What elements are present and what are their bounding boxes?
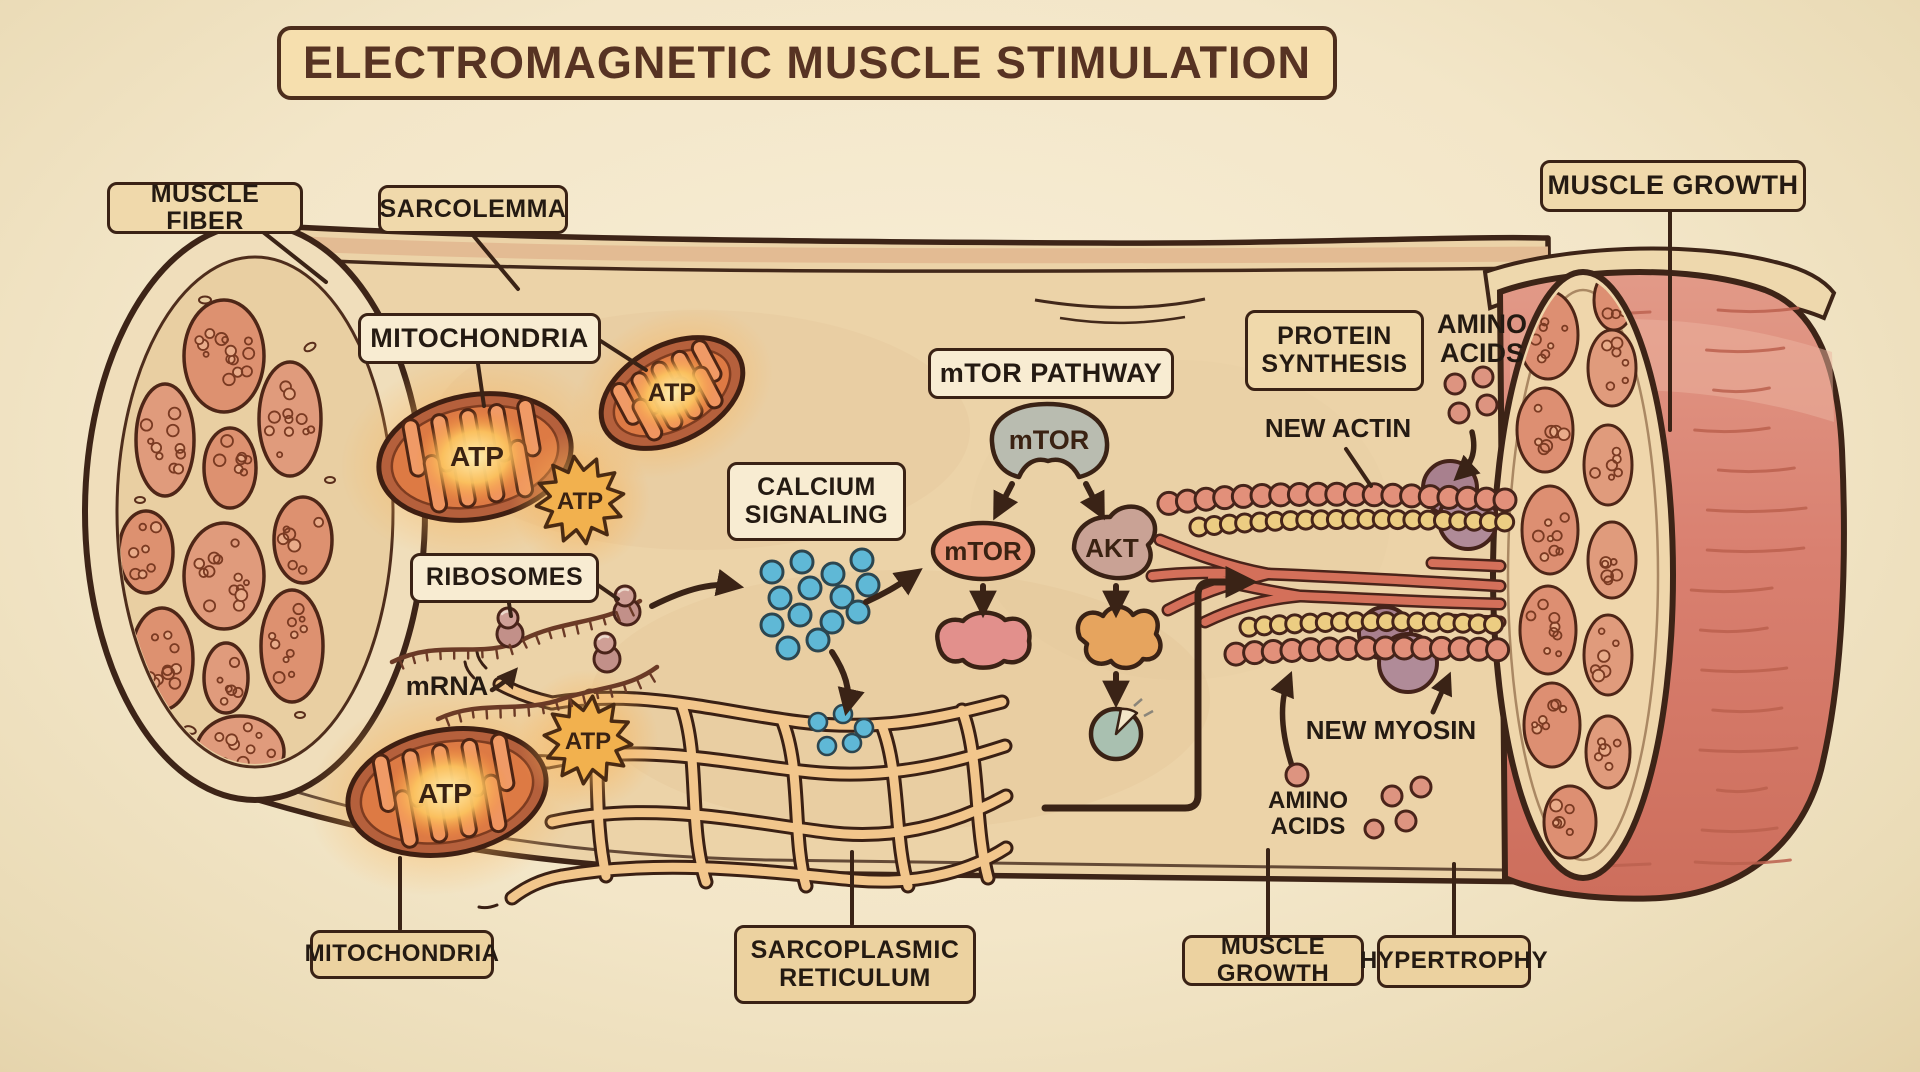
label-hypertrophy: HYPERTROPHY	[1360, 935, 1548, 988]
mitochondrion-right	[570, 307, 774, 479]
atp-label: ATP	[565, 728, 611, 755]
annotation-amino-acids-top: AMINO ACIDS	[1437, 309, 1527, 369]
protein-pink-shape	[935, 610, 1032, 670]
label-sarcolemma: SARCOLEMMA	[378, 185, 568, 234]
diagram-title: ELECTROMAGNETIC MUSCLE STIMULATION	[277, 26, 1337, 100]
sage-notch	[1114, 707, 1139, 736]
sage-sparkle	[1133, 698, 1154, 718]
protein-orange-shape	[1075, 604, 1163, 671]
atp-burst-lower: ATP	[517, 669, 659, 811]
mtor-complex-label: mTOR	[1009, 425, 1090, 455]
annotation-amino-acids-bottom: AMINO ACIDS	[1268, 787, 1348, 840]
actin-filaments	[1156, 481, 1518, 667]
arrows	[489, 429, 1481, 812]
label-mitochondria-top: MITOCHONDRIA	[358, 313, 601, 364]
mitochondrion-bottom	[307, 688, 587, 896]
label-muscle-growth-top: MUSCLE GROWTH	[1540, 160, 1806, 212]
fascicles-right	[1515, 279, 1638, 860]
atp-label: ATP	[450, 441, 504, 472]
muscle-growth-cylinder	[1482, 246, 1847, 902]
label-mtor-pathway: mTOR PATHWAY	[928, 348, 1174, 399]
atp-label: ATP	[648, 379, 696, 407]
annotation-mrna: mRNA	[405, 671, 489, 701]
label-ribosomes: RIBOSOMES	[410, 553, 599, 603]
label-muscle-fiber: MUSCLE FIBER	[107, 180, 303, 235]
label-sarcoplasmic-reticulum: SARCOPLASMIC RETICULUM	[734, 925, 976, 1004]
label-mitochondria-bottom: MITOCHONDRIA	[305, 930, 499, 979]
mtor-activated-label: mTOR	[944, 536, 1022, 566]
mtor-complex-shape	[989, 401, 1110, 480]
muscle-fiber-cross-section	[82, 221, 428, 803]
mtor-pathway-group: mTOR mTOR AKT	[930, 401, 1163, 762]
atp-label: ATP	[418, 778, 472, 809]
atp-label: ATP	[557, 488, 603, 515]
label-protein-synthesis: PROTEIN SYNTHESIS	[1245, 310, 1424, 391]
mrna-ribosomes	[389, 584, 660, 727]
amino-acid-dots	[1284, 365, 1499, 840]
fascicles-left	[119, 295, 336, 764]
label-calcium-signaling: CALCIUM SIGNALING	[727, 462, 906, 541]
mtor-activated-shape	[930, 520, 1036, 582]
atp-burst-upper: ATP	[509, 429, 651, 571]
annotation-new-actin: NEW ACTIN	[1264, 413, 1412, 443]
annotation-new-myosin: NEW MYOSIN	[1305, 715, 1477, 745]
akt-shape	[1071, 504, 1158, 581]
akt-label: AKT	[1085, 533, 1139, 563]
label-muscle-growth-bottom: MUSCLE GROWTH	[1182, 933, 1364, 986]
